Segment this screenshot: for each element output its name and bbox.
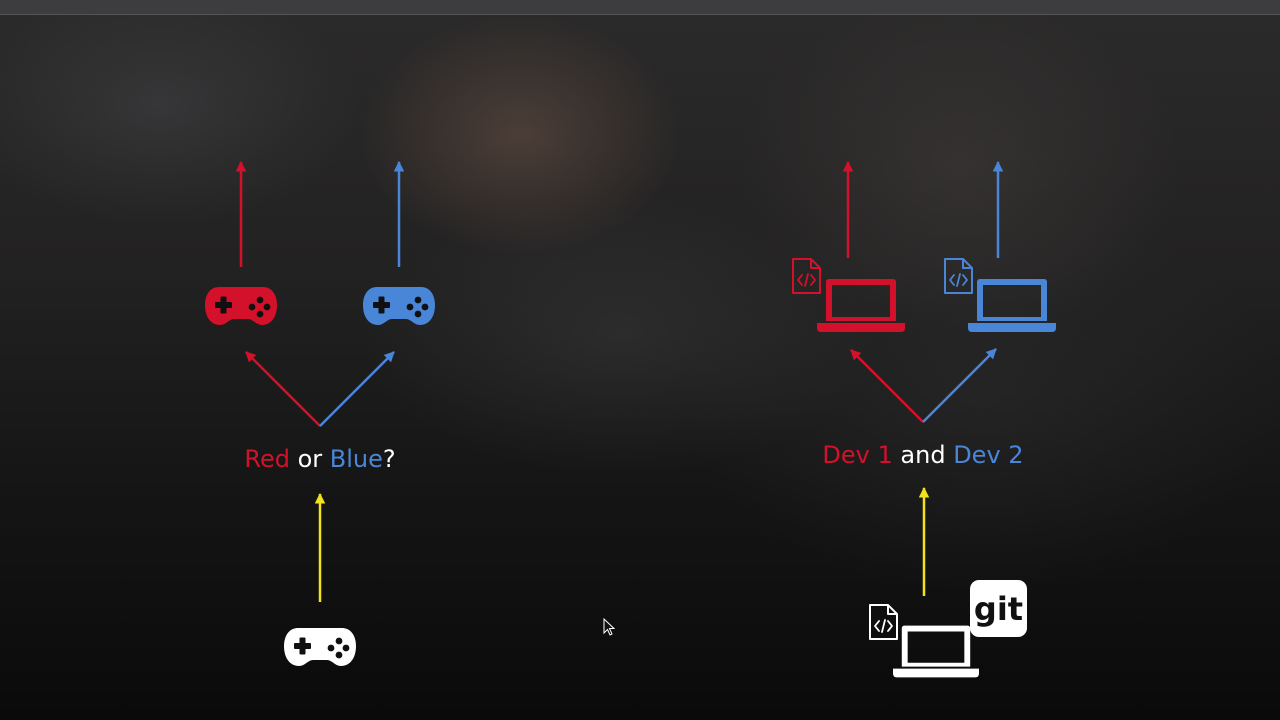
- right-group: Dev 1 and Dev 2 git: [792, 160, 1056, 678]
- mouse-cursor-icon: [603, 618, 615, 636]
- laptop-icon: [893, 625, 979, 678]
- dev1-and-dev2-label: Dev 1 and Dev 2: [822, 441, 1023, 469]
- laptop-icon: [968, 279, 1056, 332]
- gamepad-icon: [363, 287, 435, 325]
- code-file-icon: [944, 258, 973, 294]
- branch-arrow-red-right: [850, 349, 924, 423]
- git-logo-text: git: [974, 590, 1023, 628]
- window-top-bar: [0, 0, 1280, 15]
- code-file-icon: [792, 258, 821, 294]
- code-file-icon: [869, 604, 898, 640]
- laptop-icon: [817, 279, 905, 332]
- gamepad-icon: [284, 628, 356, 666]
- branch-arrow-blue-left: [319, 351, 395, 427]
- git-logo-icon: git: [970, 580, 1027, 637]
- red-or-blue-label: Red or Blue?: [244, 445, 395, 473]
- blurred-background-photo: [0, 15, 1280, 720]
- gamepad-icon: [205, 287, 277, 325]
- branch-arrow-blue-right: [922, 348, 997, 423]
- left-group: Red or Blue?: [205, 160, 435, 666]
- branch-arrow-red-left: [245, 351, 321, 427]
